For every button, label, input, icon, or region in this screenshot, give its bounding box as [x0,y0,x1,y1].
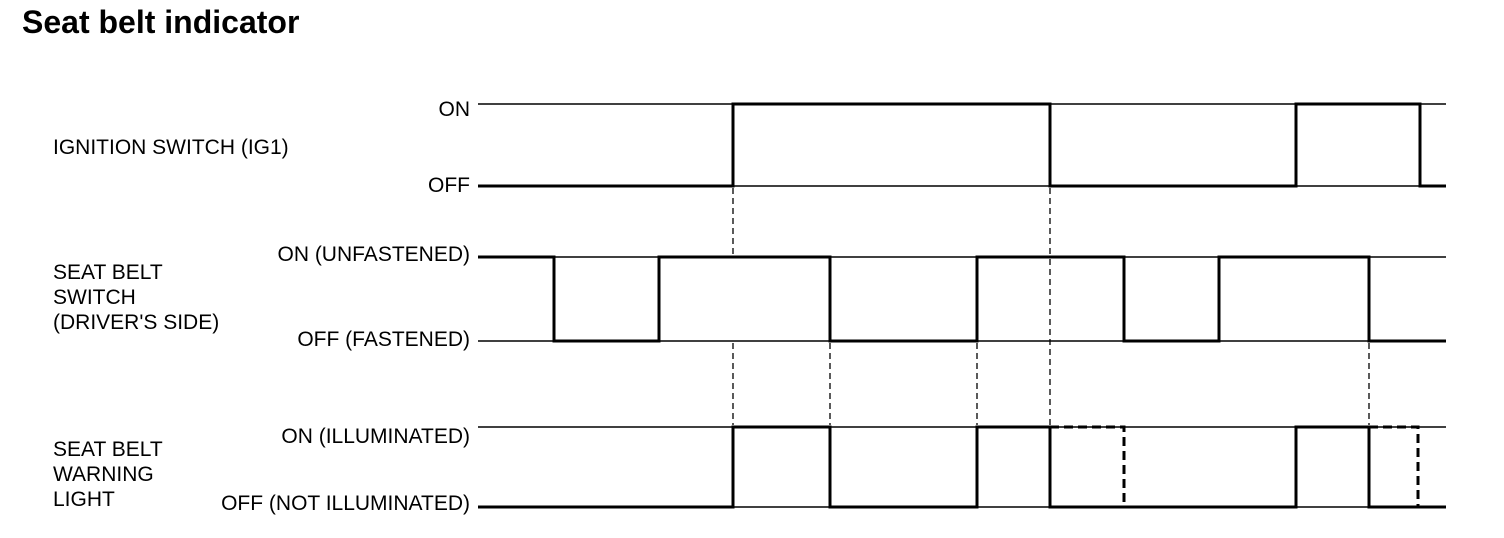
ignition-on-label: ON [438,98,471,121]
warning-light-on-label: ON (ILLUMINATED) [281,425,470,448]
signal-name-seatbelt-switch: SEAT BELT SWITCH (DRIVER'S SIDE) [53,260,219,335]
signal-name-line: SEAT BELT [53,438,163,461]
ignition-off-label: OFF [428,174,470,197]
signal-name-line: SEAT BELT [53,261,163,284]
warning-light-waveform [478,425,1446,509]
signal-name-line: WARNING [53,463,154,486]
warning-light-off-label: OFF (NOT ILLUMINATED) [221,492,470,515]
warning-light-dashed-pulse [1050,425,1126,507]
seatbelt-switch-waveform [478,255,1446,343]
signal-name-line: IGNITION SWITCH (IG1) [53,136,289,159]
signal-name-line: LIGHT [53,488,115,511]
warning-light-dashed-pulse [1369,425,1420,507]
signal-name-warning-light: SEAT BELT WARNING LIGHT [53,437,163,512]
signal-name-line: SWITCH [53,286,136,309]
seatbelt-switch-on-label: ON (UNFASTENED) [277,243,470,266]
signal-name-line: (DRIVER'S SIDE) [53,311,220,334]
ignition-waveform [478,102,1446,188]
seatbelt-switch-off-label: OFF (FASTENED) [297,328,470,351]
page-title: Seat belt indicator [22,4,300,40]
signal-name-ignition: IGNITION SWITCH (IG1) [53,135,289,160]
